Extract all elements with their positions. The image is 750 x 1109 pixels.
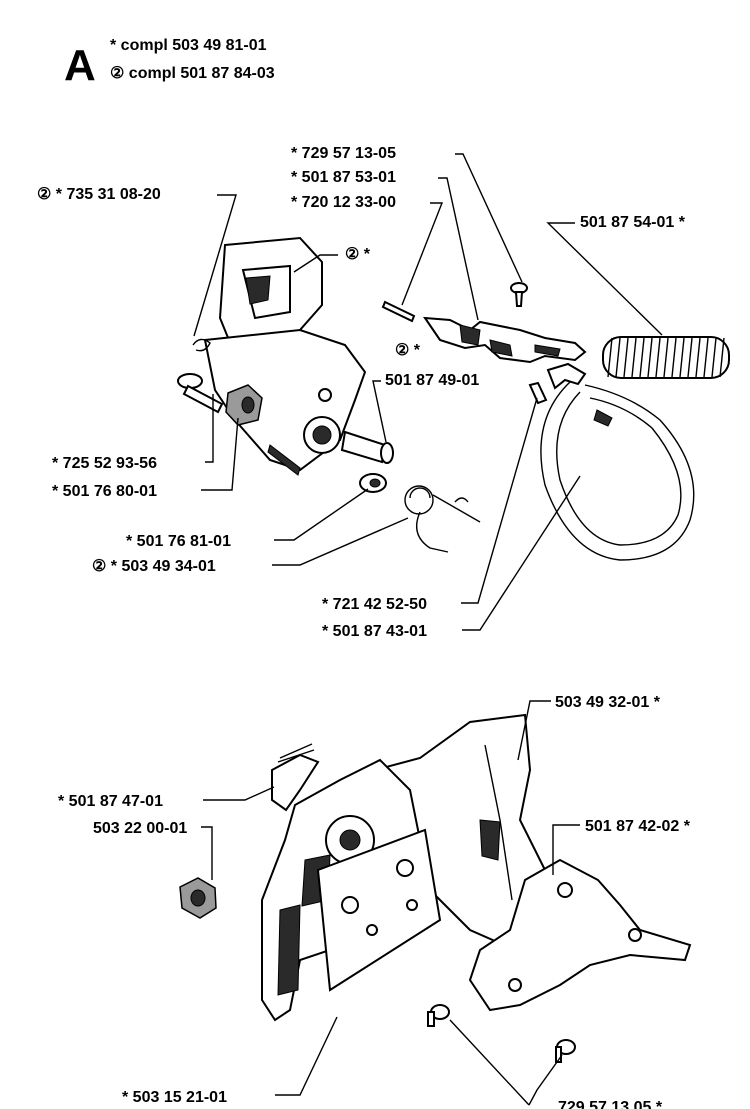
label-lever: ② * bbox=[395, 342, 421, 359]
label-501-87-43-01: * 501 87 43-01 bbox=[322, 623, 427, 640]
label-503-22-00-01: 503 22 00-01 bbox=[93, 820, 187, 837]
band-pin-drawing bbox=[528, 381, 548, 405]
screw-top-drawing bbox=[510, 282, 528, 307]
compression-spring-drawing bbox=[602, 336, 730, 379]
header-line-2: ② compl 501 87 84-03 bbox=[110, 65, 275, 82]
label-501-87-49-01: 501 87 49-01 bbox=[385, 372, 479, 389]
crankcase-drawing bbox=[261, 713, 692, 1022]
label-501-87-42-02: 501 87 42-02 * bbox=[585, 818, 691, 835]
label-501-76-80-01: * 501 76 80-01 bbox=[52, 483, 157, 500]
torsion-spring-drawing bbox=[404, 485, 481, 553]
label-725-52-93-56: * 725 52 93-56 bbox=[52, 455, 157, 472]
bracket-drawing bbox=[271, 743, 320, 812]
label-501-76-81-01: * 501 76 81-01 bbox=[126, 533, 231, 550]
label-720-12-33-00: * 720 12 33-00 bbox=[291, 194, 396, 211]
header-line-1: * compl 503 49 81-01 bbox=[110, 37, 267, 54]
brake-lever-drawing bbox=[422, 316, 587, 364]
label-729-57-13-05-top: * 729 57 13-05 bbox=[291, 145, 396, 162]
brake-band-drawing bbox=[540, 362, 695, 561]
screws-bottom-drawing bbox=[427, 1004, 576, 1063]
pivot-pin-drawing bbox=[340, 430, 394, 464]
label-503-49-32-01: 503 49 32-01 * bbox=[555, 694, 661, 711]
label-729-57-13-05-bottom: 729 57 13 05 * bbox=[558, 1099, 663, 1109]
label-721-42-52-50: * 721 42 52-50 bbox=[322, 596, 427, 613]
header-letter: A bbox=[64, 41, 96, 90]
label-501-87-53-01: * 501 87 53-01 bbox=[291, 169, 396, 186]
label-735-31-08-20: ② * 735 31 08-20 bbox=[37, 186, 161, 203]
label-501-87-47-01: * 501 87 47-01 bbox=[58, 793, 163, 810]
pin-drawing bbox=[381, 300, 416, 323]
label-503-49-34-01: ② * 503 49 34-01 bbox=[92, 558, 216, 575]
hex-nut-drawing bbox=[179, 877, 217, 919]
chain-brake-cover-drawing bbox=[192, 236, 367, 476]
bushing-drawing bbox=[359, 473, 387, 493]
label-cover: ② * bbox=[345, 246, 371, 263]
nut-drawing bbox=[225, 384, 263, 426]
label-503-15-21-01: * 503 15 21-01 bbox=[122, 1089, 227, 1106]
label-501-87-54-01: 501 87 54-01 * bbox=[580, 214, 686, 231]
